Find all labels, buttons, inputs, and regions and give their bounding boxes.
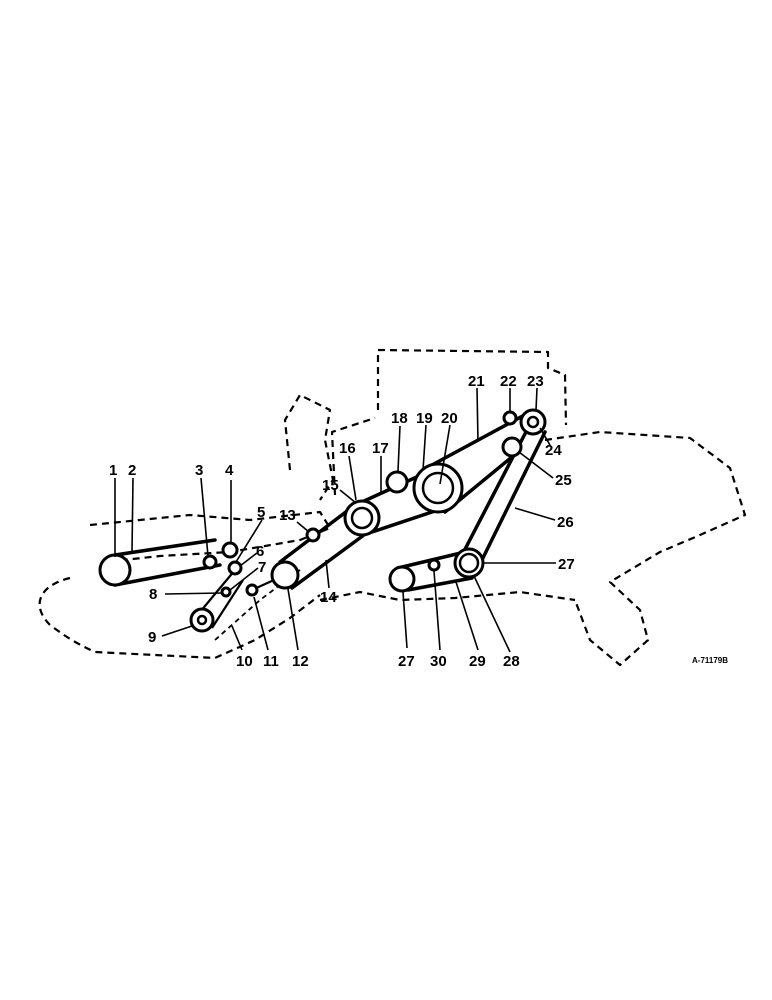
callout-12: 12 — [292, 653, 309, 670]
callout-27-left: 27 — [398, 653, 415, 670]
callout-20: 20 — [441, 410, 458, 427]
machine-outline — [38, 348, 747, 667]
callout-8: 8 — [149, 586, 157, 603]
callout-17: 17 — [372, 440, 389, 457]
leader-10 — [231, 625, 243, 651]
callout-18: 18 — [391, 410, 408, 427]
callout-2: 2 — [128, 462, 136, 479]
leader-21 — [476, 387, 479, 443]
lower-body-outline — [319, 590, 576, 602]
callout-14: 14 — [320, 589, 337, 606]
belt-17-bottom — [370, 508, 440, 534]
callout-3: 3 — [195, 462, 203, 479]
pulley-6 — [227, 560, 243, 576]
pulley-13 — [305, 527, 321, 543]
callout-4: 4 — [225, 462, 234, 479]
callout-24: 24 — [545, 442, 562, 459]
callout-23: 23 — [527, 373, 544, 390]
pulley-25 — [501, 436, 523, 458]
leader-2 — [131, 477, 134, 553]
callout-13: 13 — [279, 507, 296, 524]
leader-27-left — [402, 591, 408, 649]
leader-24 — [539, 427, 551, 446]
callout-11: 11 — [263, 653, 279, 670]
leader-28 — [473, 575, 511, 653]
pulley-27-left — [388, 565, 416, 593]
feeder-outline — [38, 576, 321, 660]
leader-20 — [439, 424, 451, 485]
leader-13 — [296, 521, 310, 533]
leader-15 — [339, 489, 357, 504]
callout-10: 10 — [236, 653, 253, 670]
leader-8 — [164, 592, 223, 595]
leader-25 — [518, 451, 554, 479]
pulley-15-hub — [350, 506, 374, 530]
pulley-1 — [98, 553, 132, 587]
callout-labels: 1 2 3 4 5 6 7 8 9 10 11 12 13 14 15 16 1… — [109, 373, 575, 670]
pulley-3 — [202, 554, 218, 570]
body-upper-outline — [376, 348, 568, 426]
leader-12 — [287, 588, 299, 651]
pulley-20-hub — [421, 471, 455, 505]
leader-9 — [161, 625, 193, 637]
callout-7: 7 — [258, 559, 266, 576]
pulley-30 — [427, 558, 441, 572]
belt-29-bottom — [406, 576, 474, 592]
leader-lines — [114, 387, 556, 653]
leader-16 — [348, 455, 357, 501]
callout-25: 25 — [555, 472, 572, 489]
leader-6 — [239, 552, 258, 567]
leader-7 — [229, 567, 259, 591]
leader-5 — [235, 519, 263, 563]
pulley-9-hub — [196, 614, 208, 626]
belt-feeder-b — [211, 579, 244, 629]
pulley-23-hub — [526, 415, 540, 429]
leader-30 — [433, 570, 441, 651]
callout-30: 30 — [430, 653, 447, 670]
leader-26 — [514, 507, 556, 521]
belt-14-bottom — [290, 530, 370, 590]
header-outline — [89, 510, 332, 564]
pulley-4 — [221, 541, 239, 559]
pulley-28-hub — [458, 552, 480, 574]
callout-27-right: 27 — [558, 556, 575, 573]
callout-19: 19 — [416, 410, 433, 427]
pulley-12 — [270, 560, 300, 590]
drawing-reference: A-71179B — [692, 656, 728, 665]
leader-18 — [397, 425, 401, 472]
callout-26: 26 — [557, 514, 574, 531]
callout-22: 22 — [500, 373, 517, 390]
leader-29 — [455, 581, 479, 651]
belt-left-bottom — [113, 563, 222, 587]
callout-15: 15 — [322, 477, 339, 494]
callout-5: 5 — [257, 504, 265, 521]
callout-29: 29 — [469, 653, 486, 670]
rear-outline — [544, 430, 747, 667]
callout-28: 28 — [503, 653, 520, 670]
belt-26-right — [476, 430, 547, 570]
leader-23 — [535, 387, 538, 411]
callout-6: 6 — [256, 543, 264, 560]
belt-left-top — [113, 538, 217, 557]
pulley-22 — [502, 410, 518, 426]
pulleys — [98, 408, 547, 633]
belt-feeder-a — [199, 569, 236, 613]
cab-outline — [283, 393, 335, 501]
pulley-11 — [245, 583, 259, 597]
pulley-7 — [220, 586, 232, 598]
callout-1: 1 — [109, 462, 117, 479]
callout-16: 16 — [339, 440, 356, 457]
callout-21: 21 — [468, 373, 485, 390]
pulley-18 — [385, 470, 409, 494]
leader-19 — [422, 424, 427, 471]
leader-11 — [253, 596, 269, 651]
leader-3 — [200, 477, 209, 557]
body-mid-outline — [330, 416, 376, 496]
callout-9: 9 — [148, 629, 156, 646]
leader-14 — [325, 559, 330, 589]
